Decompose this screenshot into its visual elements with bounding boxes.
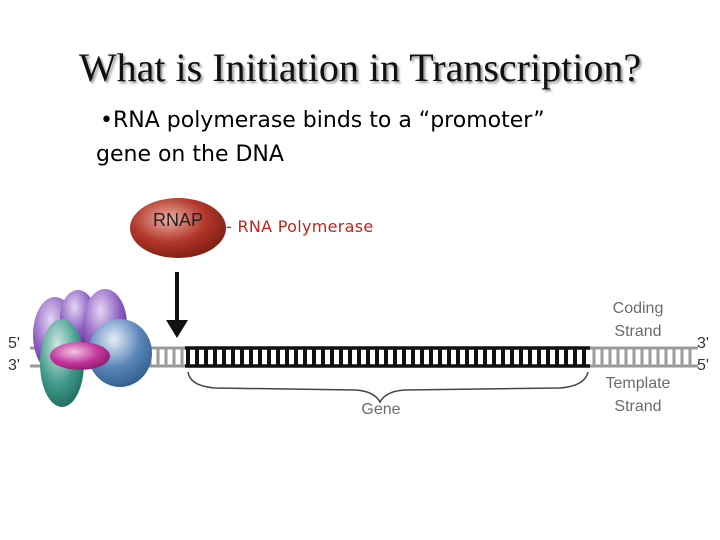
bullet-mark: • [100, 108, 113, 133]
strand-end-right-bottom: 5' [697, 357, 709, 374]
coding-strand-label-2: Strand [614, 323, 661, 340]
bullet-line-1-text: RNA polymerase binds to a “promoter” [112, 108, 545, 133]
strand-end-left-top: 5' [8, 335, 20, 352]
protein-blue [88, 319, 152, 387]
rnap-text: RNAP [153, 210, 203, 230]
transcription-factor-complex [33, 289, 152, 407]
rnap-blob [130, 198, 226, 258]
dna-right-gray-segment [590, 346, 698, 368]
template-strand-label-2: Strand [614, 398, 661, 415]
rnap-caption: - RNA Polymerase [226, 217, 374, 236]
strand-end-left-bottom: 3' [8, 357, 20, 374]
slide-title: What is Initiation in Transcription? [78, 45, 642, 90]
bullet-line-1: •RNA polymerase binds to a “promoter” [96, 104, 656, 138]
strand-end-right-top: 3' [697, 335, 709, 352]
coding-strand-label-1: Coding [613, 300, 664, 317]
dna-gene-segment [185, 346, 590, 368]
gene-label: Gene [361, 401, 400, 418]
gene-brace [187, 371, 589, 404]
protein-magenta [50, 342, 110, 370]
template-strand-label-1: Template [606, 375, 671, 392]
bullet-line-2: gene on the DNA [96, 142, 284, 167]
bullet-point: •RNA polymerase binds to a “promoter” ge… [96, 104, 656, 172]
binding-arrow-head [166, 320, 188, 338]
